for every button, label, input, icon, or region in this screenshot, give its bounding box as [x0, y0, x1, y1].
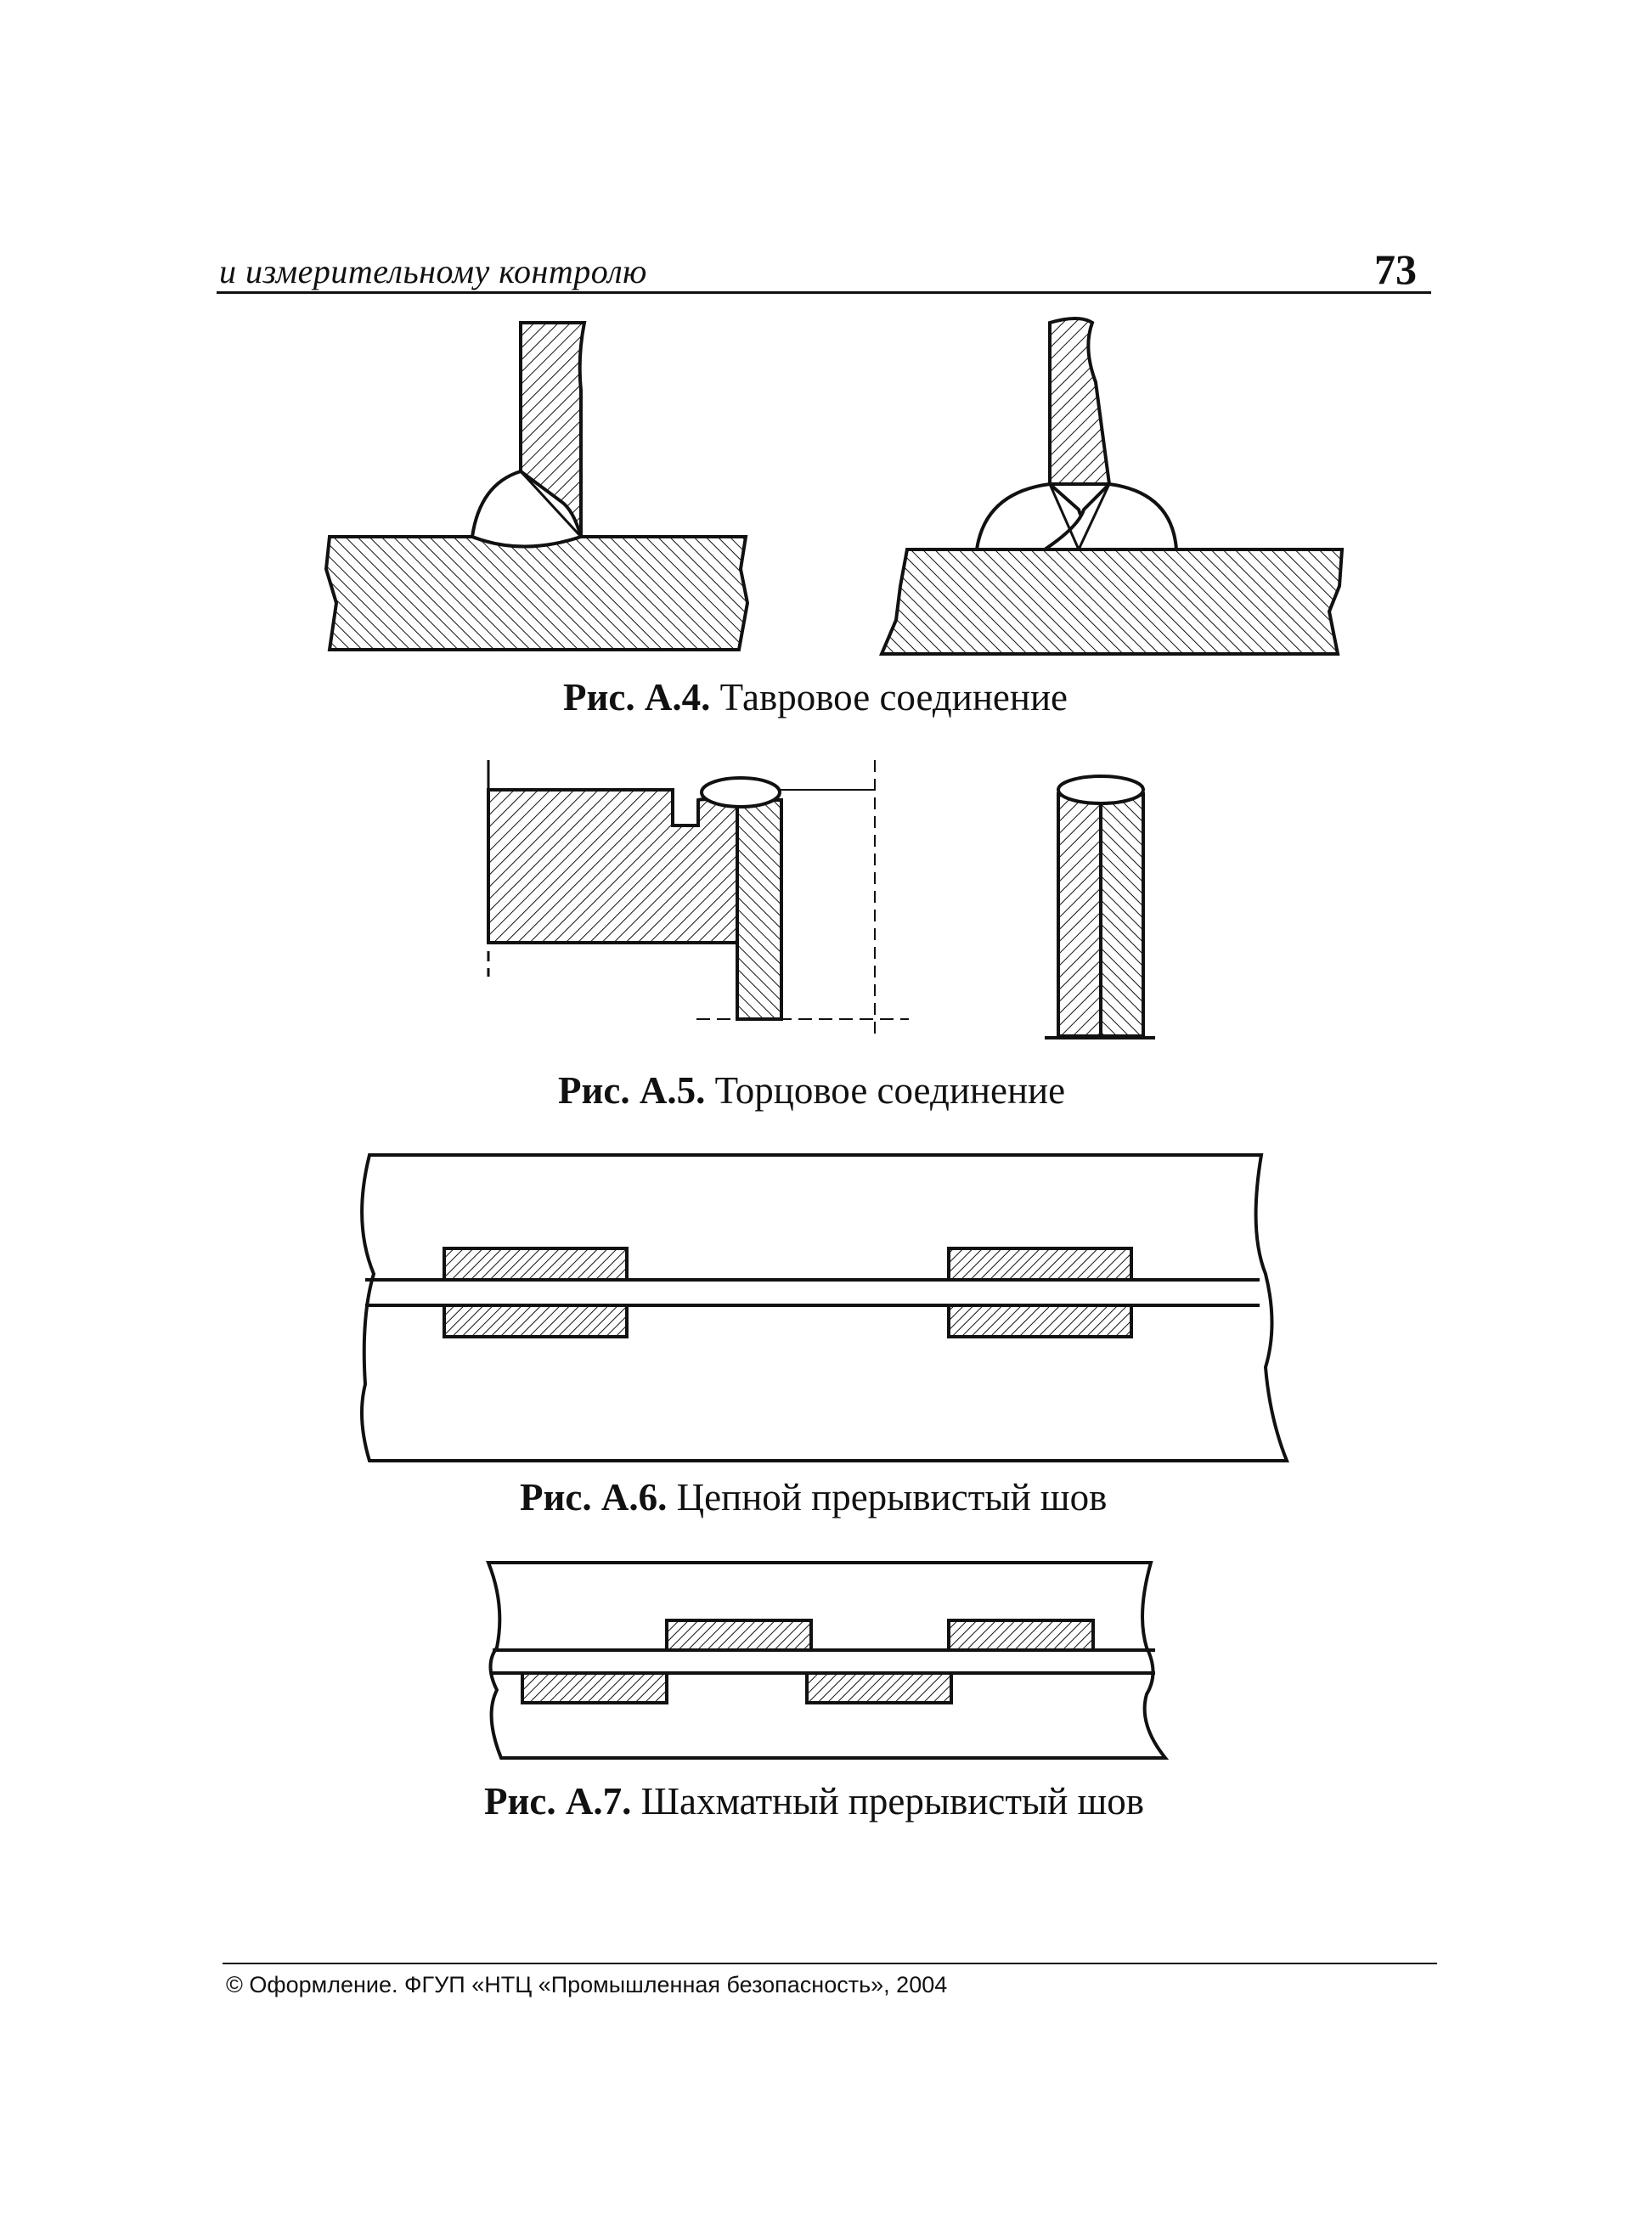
edge-joint-front-view [1045, 775, 1155, 1039]
weld-segment [443, 1304, 629, 1338]
tee-joint-double-weld [878, 317, 1345, 656]
figure-a4-tee-joint-drawing [324, 317, 1345, 656]
figure-a7-label: Рис. А.7. [484, 1780, 632, 1823]
figure-a7-title: Шахматный прерывистый шов [640, 1780, 1145, 1823]
weld-segment [521, 1671, 668, 1704]
page-number: 73 [1374, 245, 1417, 293]
weld-segment [947, 1247, 1133, 1282]
figure-a7-staggered-weld-drawing [486, 1561, 1170, 1760]
figure-a7-caption: Рис. А.7. Шахматный прерывистый шов [484, 1779, 1144, 1823]
header-rule [217, 291, 1431, 294]
figure-a6-caption: Рис. А.6. Цепной прерывистый шов [520, 1475, 1107, 1519]
figure-a6-title: Цепной прерывистый шов [676, 1476, 1108, 1518]
weld-segment [947, 1304, 1133, 1338]
weld-segment [947, 1619, 1095, 1652]
figure-a4-title: Тавровое соединение [719, 676, 1068, 718]
footer-copyright: © Оформление. ФГУП «НТЦ «Промышленная бе… [226, 1972, 948, 1997]
weld-segment [805, 1671, 953, 1704]
figure-a5-caption: Рис. А.5. Торцовое соединение [558, 1068, 1065, 1113]
figure-a6-label: Рис. А.6. [520, 1476, 668, 1518]
weld-segment [443, 1247, 629, 1282]
weld-segment [665, 1619, 813, 1652]
tee-joint-single-weld [324, 321, 750, 651]
figure-a4-label: Рис. А.4. [563, 676, 711, 718]
figure-a5-title: Торцовое соединение [714, 1069, 1066, 1112]
figure-a5-edge-joint-drawing [487, 760, 1155, 1039]
footer-rule [223, 1963, 1437, 1964]
figure-a5-label: Рис. А.5. [558, 1069, 706, 1112]
figure-a6-chain-weld-drawing [360, 1153, 1289, 1462]
figure-a4-caption: Рис. А.4. Тавровое соединение [563, 675, 1068, 719]
edge-joint-side-view [487, 760, 909, 1036]
running-header: и измерительному контролю [219, 252, 647, 290]
